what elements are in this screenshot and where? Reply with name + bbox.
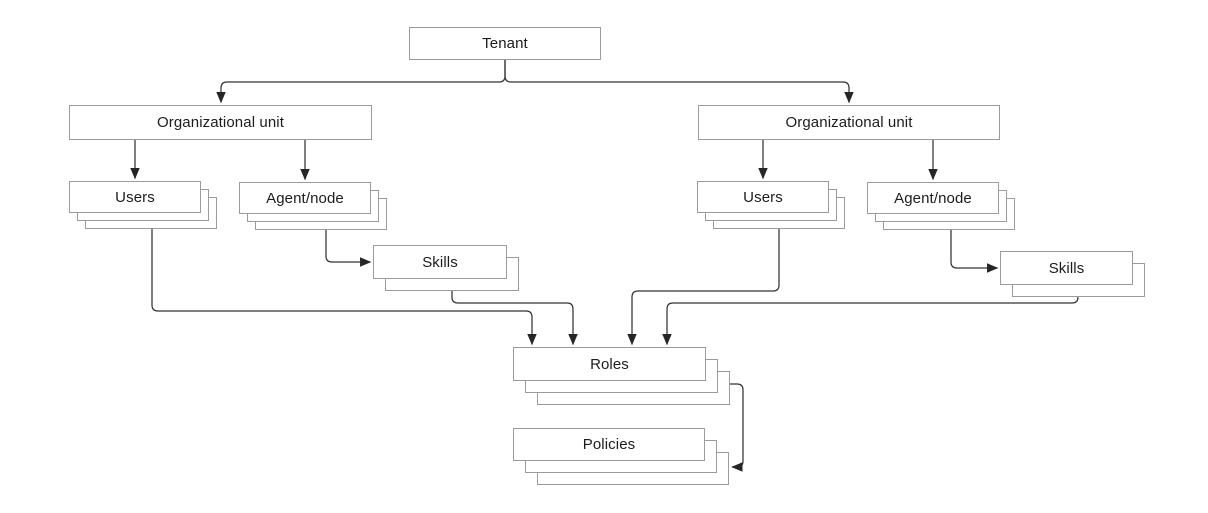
node-org-unit-right: Organizational unit <box>698 105 1000 140</box>
node-skills-right-label: Skills <box>1000 251 1133 285</box>
node-policies: Policies <box>513 428 729 485</box>
node-users-left: Users <box>69 181 217 229</box>
edge-roles-to-policies <box>730 383 744 472</box>
node-tenant: Tenant <box>409 27 601 60</box>
node-skills-left: Skills <box>373 245 519 291</box>
edge-agent-left-to-skills-left <box>325 230 372 267</box>
edge-skills-right-to-roles <box>662 296 1079 346</box>
node-agent-node-right-label: Agent/node <box>867 182 999 214</box>
node-org-unit-left: Organizational unit <box>69 105 372 140</box>
node-agent-node-left-label: Agent/node <box>239 182 371 214</box>
edge-tenant-to-org-right <box>504 60 854 104</box>
node-agent-node-left: Agent/node <box>239 182 387 230</box>
node-skills-right: Skills <box>1000 251 1145 297</box>
node-agent-node-right: Agent/node <box>867 182 1015 230</box>
edge-users-right-to-roles <box>627 229 780 346</box>
node-roles-label: Roles <box>513 347 706 381</box>
node-org-unit-left-label: Organizational unit <box>69 105 372 140</box>
edge-agent-right-to-skills-right <box>950 230 999 273</box>
node-users-right: Users <box>697 181 845 229</box>
node-roles: Roles <box>513 347 730 405</box>
node-users-left-label: Users <box>69 181 201 213</box>
edge-tenant-to-org-left <box>216 60 506 104</box>
node-users-right-label: Users <box>697 181 829 213</box>
node-policies-label: Policies <box>513 428 705 461</box>
node-skills-left-label: Skills <box>373 245 507 279</box>
node-tenant-label: Tenant <box>409 27 601 60</box>
node-org-unit-right-label: Organizational unit <box>698 105 1000 140</box>
edge-skills-left-to-roles <box>451 291 578 346</box>
